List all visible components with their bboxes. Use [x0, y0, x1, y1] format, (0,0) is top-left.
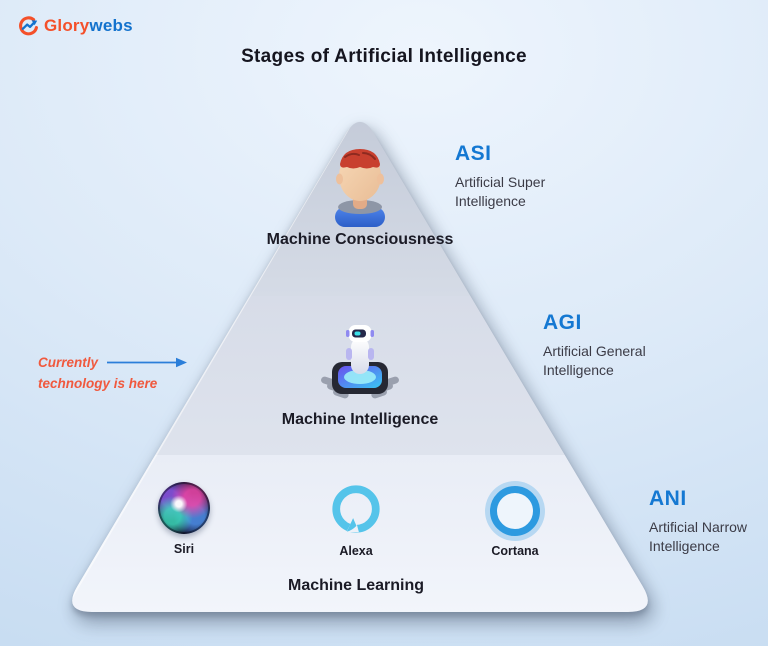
assistant-name: Cortana — [491, 544, 539, 558]
page-title: Stages of Artificial Intelligence — [241, 46, 527, 67]
abbr-asi: ASI — [455, 142, 492, 165]
assistant-siri: Siri — [156, 482, 212, 556]
abbr-ani: ANI — [649, 487, 687, 510]
current-technology-annotation: Currently technology is here — [38, 355, 158, 391]
assistant-cortana: Cortana — [487, 483, 543, 558]
glorywebs-logo[interactable]: Glorywebs — [18, 15, 133, 37]
assistant-alexa: Alexa — [328, 482, 384, 558]
alexa-icon — [332, 485, 380, 533]
right-arrow-icon — [107, 357, 187, 368]
pyramid-level-ani — [72, 455, 648, 613]
cortana-icon — [490, 486, 540, 536]
desc-ani: Artificial Narrow Intelligence — [649, 519, 748, 555]
desc-asi: Artificial Super Intelligence — [455, 174, 546, 210]
assistant-name: Siri — [173, 542, 195, 556]
stage-label-machine-consciousness: Machine Consciousness — [266, 231, 454, 248]
stage-label-machine-learning: Machine Learning — [287, 577, 425, 594]
siri-icon — [158, 482, 210, 534]
human-head-brain-icon — [335, 149, 385, 227]
abbr-agi: AGI — [543, 311, 582, 334]
robot-on-chip-icon — [321, 325, 399, 399]
logo-text: Glorywebs — [44, 16, 133, 35]
desc-agi: Artificial General Intelligence — [543, 343, 646, 379]
assistant-name: Alexa — [339, 544, 373, 558]
stage-label-machine-intelligence: Machine Intelligence — [281, 411, 439, 428]
glorywebs-logo-icon — [19, 16, 38, 36]
